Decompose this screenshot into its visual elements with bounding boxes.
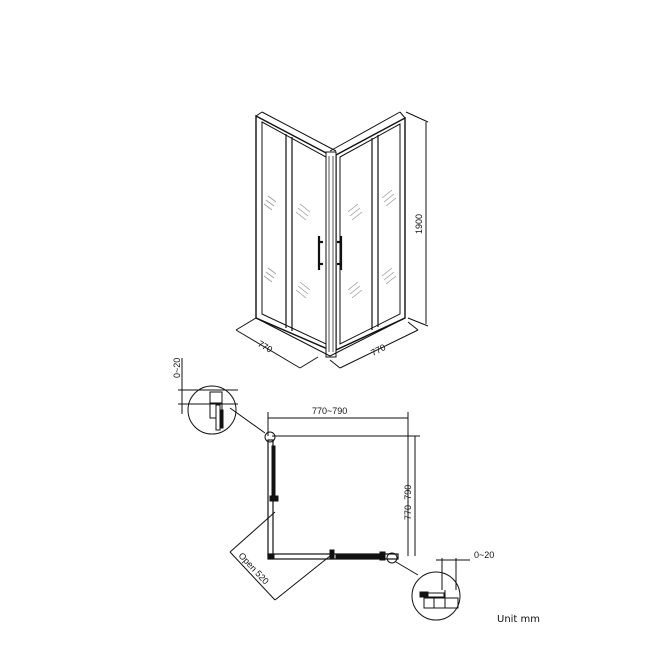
- dim-adjust-top: 0~20: [172, 358, 182, 378]
- isometric-view: 770 770 1900: [235, 111, 429, 369]
- unit-label: Unit mm: [497, 614, 541, 625]
- dim-height: 1900: [414, 214, 424, 234]
- dim-line-right: [339, 329, 419, 369]
- detail-circle-bottom: [411, 571, 461, 621]
- dim-opening: Open 520: [237, 551, 271, 587]
- plan-view: 770~790 770~790 Open 520 0~20: [172, 358, 494, 621]
- dim-side: 770~790: [403, 485, 413, 520]
- glass-hatch: [263, 189, 397, 299]
- dim-top: 770~790: [312, 406, 347, 416]
- door-handle-icon: [317, 236, 343, 270]
- detail-circle-top: [187, 385, 237, 435]
- dim-line-left: [235, 329, 301, 369]
- dim-width-left: 770: [256, 339, 274, 355]
- dim-adjust-bottom: 0~20: [474, 550, 494, 560]
- dim-width-right: 770: [369, 342, 387, 358]
